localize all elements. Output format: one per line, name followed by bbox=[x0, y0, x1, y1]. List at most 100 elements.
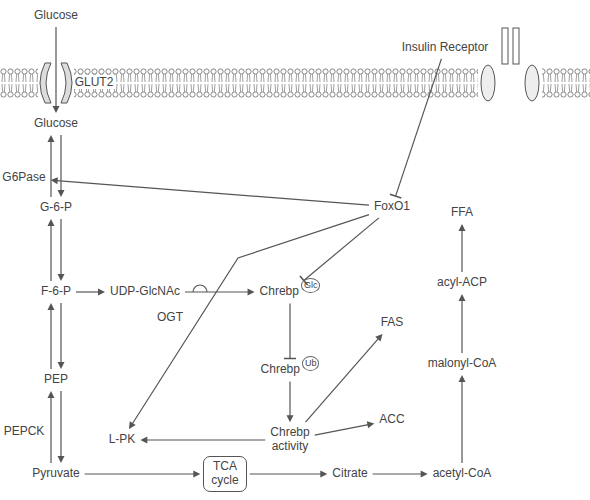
receptor-gap bbox=[478, 62, 542, 104]
connector-line bbox=[60, 391, 61, 457]
inhibition-bar bbox=[390, 194, 401, 198]
node-text: PEP bbox=[44, 372, 68, 386]
arrow-connector bbox=[306, 334, 383, 422]
connector-line bbox=[76, 291, 99, 292]
connector-line bbox=[50, 141, 51, 197]
connector-line bbox=[50, 309, 51, 369]
connector-line bbox=[250, 473, 322, 474]
receptor-symbol bbox=[513, 28, 519, 64]
arrowhead bbox=[53, 106, 60, 113]
enzyme-label: ACC bbox=[377, 412, 406, 428]
node-text: Glucose bbox=[34, 116, 78, 130]
node-text: Insulin Receptor bbox=[402, 40, 489, 54]
node-text: ACC bbox=[379, 412, 404, 426]
arrowhead bbox=[57, 456, 64, 463]
enzyme-label: PEPCK bbox=[2, 424, 47, 440]
enzyme-label: G6Pase bbox=[0, 170, 47, 186]
receptor-symbol bbox=[525, 65, 539, 101]
inhibition-connector bbox=[390, 59, 441, 198]
metabolite-label: F-6-P bbox=[39, 284, 73, 300]
receptor-symbol bbox=[502, 28, 508, 64]
metabolite-label: Glucose bbox=[32, 8, 80, 24]
arrowhead bbox=[458, 224, 465, 231]
node-text: acyl-ACP bbox=[437, 275, 487, 289]
arrowhead bbox=[367, 421, 375, 428]
arrow-connector bbox=[47, 219, 54, 281]
node-text: L-PK bbox=[109, 432, 136, 446]
node-text: Citrate bbox=[332, 466, 367, 480]
receptor-label: Insulin Receptor bbox=[400, 40, 491, 56]
node-text: G6Pase bbox=[2, 170, 45, 184]
connector-line bbox=[461, 230, 462, 272]
node-text: Chrebp activity bbox=[270, 426, 309, 454]
arrowhead bbox=[57, 274, 64, 281]
node-text: UDP-GlcNAc bbox=[110, 284, 180, 298]
inhibition-bar bbox=[284, 358, 296, 360]
metabolite-label: UDP-GlcNAc bbox=[108, 284, 182, 300]
connector-line bbox=[146, 439, 265, 440]
arrow-connector bbox=[458, 294, 465, 353]
metabolite-label: Glucose bbox=[32, 116, 80, 132]
arrow-connector bbox=[140, 436, 265, 443]
arrow-connector bbox=[53, 27, 60, 113]
node-text: F-6-P bbox=[41, 284, 71, 298]
arrow-connector bbox=[458, 375, 465, 463]
node-text: OGT bbox=[157, 310, 183, 324]
arrowhead bbox=[320, 470, 327, 477]
metabolite-label: Pyruvate bbox=[30, 466, 81, 482]
ogt-hook bbox=[193, 285, 207, 292]
arrow-connector bbox=[57, 391, 64, 463]
connector-line bbox=[50, 225, 51, 281]
glut2-symbol bbox=[61, 63, 72, 103]
connector-line bbox=[306, 338, 379, 422]
arrowhead bbox=[458, 375, 465, 382]
node-text: TCA cycle bbox=[211, 460, 238, 488]
connector-line bbox=[60, 219, 61, 275]
arrow-connector bbox=[47, 303, 54, 369]
enzyme-label: OGT bbox=[155, 310, 185, 326]
arrowhead bbox=[421, 470, 428, 477]
receptor-symbol bbox=[481, 65, 495, 101]
arrowhead bbox=[47, 135, 54, 142]
connector-line bbox=[289, 304, 290, 359]
enzyme-label: L-PK bbox=[107, 432, 138, 448]
arrow-connector bbox=[47, 391, 54, 463]
arrowhead bbox=[57, 190, 64, 197]
node-text: Glucose bbox=[34, 8, 78, 22]
arrow-connector bbox=[85, 470, 201, 477]
node-text: Pyruvate bbox=[32, 466, 79, 480]
metabolite-label: G-6-P bbox=[38, 200, 74, 216]
connector-line bbox=[461, 300, 462, 353]
arrow-connector bbox=[51, 177, 369, 205]
modification-circle: Glc bbox=[301, 278, 321, 293]
node-text: PEPCK bbox=[4, 424, 45, 438]
connector-line bbox=[55, 27, 56, 107]
arrow-connector bbox=[76, 288, 105, 295]
metabolite-label: malonyl-CoA bbox=[426, 356, 499, 372]
arrowhead bbox=[47, 219, 54, 226]
connector-line bbox=[315, 425, 369, 436]
arrow-connector bbox=[57, 303, 64, 369]
arrow-connector bbox=[373, 470, 428, 477]
glut2-symbol bbox=[40, 63, 51, 103]
connector-line bbox=[60, 135, 61, 191]
arrowhead bbox=[140, 436, 147, 443]
node-text: Chrebp bbox=[261, 362, 300, 376]
metabolite-label: acyl-ACP bbox=[435, 275, 489, 291]
metabolite-label: PEP bbox=[42, 372, 70, 388]
protein-label: ChrebpUb bbox=[259, 362, 322, 379]
arrow-connector bbox=[57, 135, 64, 197]
arrowhead bbox=[193, 470, 200, 477]
node-text: FAS bbox=[381, 315, 404, 329]
arrowhead bbox=[57, 362, 64, 369]
node-text: FFA bbox=[451, 205, 473, 219]
node-text: acetyl-CoA bbox=[433, 466, 492, 480]
arrowhead bbox=[458, 294, 465, 301]
connector-line bbox=[289, 382, 290, 417]
connector-line bbox=[57, 181, 369, 206]
connector-line bbox=[396, 59, 442, 196]
arrow-connector bbox=[286, 382, 293, 423]
connector-line bbox=[304, 218, 379, 281]
connector-line bbox=[50, 397, 51, 463]
